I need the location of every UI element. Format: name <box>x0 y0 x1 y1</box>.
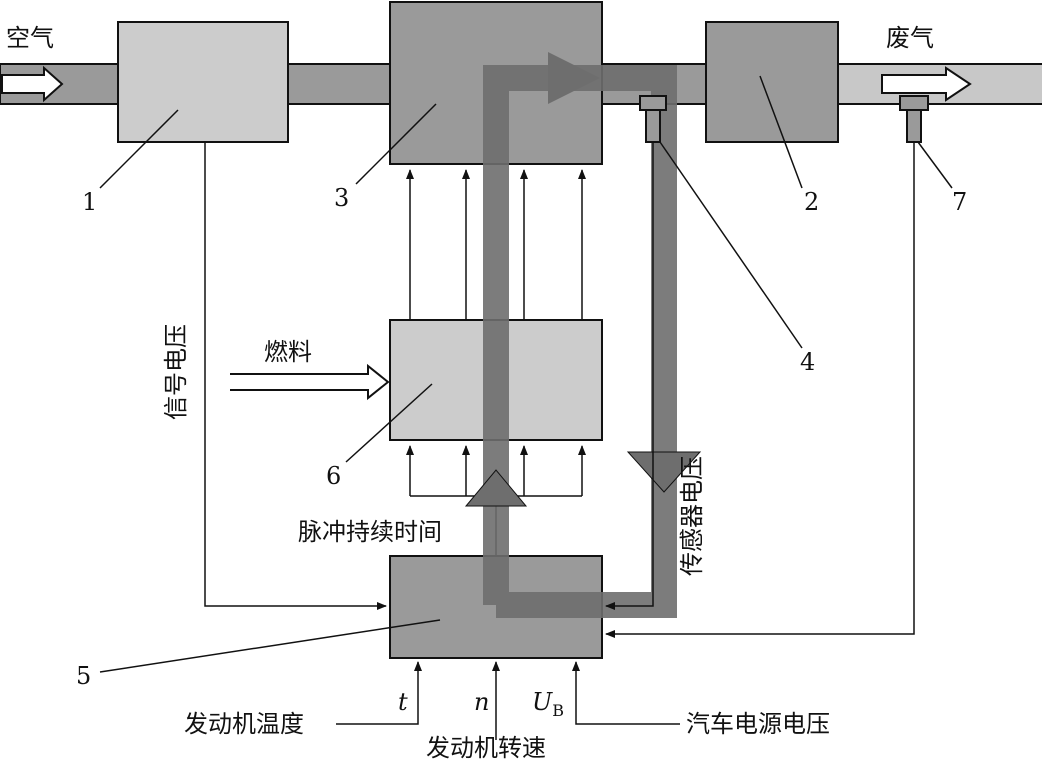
input-lines <box>336 661 680 740</box>
ub-symbol: UB <box>532 688 564 720</box>
component-2-box <box>705 21 839 143</box>
actuator-signal-lines <box>406 169 586 320</box>
number-label-2: 2 <box>804 188 819 216</box>
number-label-3: 3 <box>334 184 349 212</box>
component-1-box <box>117 21 289 143</box>
pulse-duration-label: 脉冲持续时间 <box>298 518 442 546</box>
t-symbol: t <box>398 688 408 716</box>
exhaust-outlet-arrow <box>881 66 972 102</box>
sensor-voltage-line <box>605 142 654 610</box>
number-label-7: 7 <box>952 188 967 216</box>
air-label: 空气 <box>6 24 54 52</box>
control-loop-band <box>464 52 702 618</box>
leader-lines <box>99 75 953 673</box>
engine-temp-label: 发动机温度 <box>184 710 304 738</box>
signal-voltage-line <box>204 142 387 610</box>
number-label-6: 6 <box>326 462 341 490</box>
air-inlet-arrow <box>1 65 64 103</box>
fuel-label: 燃料 <box>264 338 312 366</box>
engine-speed-label: 发动机转速 <box>426 734 546 762</box>
n-symbol: n <box>474 688 489 716</box>
sensor-7-line <box>605 142 915 638</box>
fuel-inlet-arrow <box>230 363 390 401</box>
sensor-voltage-label: 传感器电压 <box>678 456 706 576</box>
signal-voltage-label: 信号电压 <box>162 324 190 420</box>
number-label-5: 5 <box>76 662 91 690</box>
number-label-4: 4 <box>800 348 815 376</box>
sensor-4 <box>639 95 667 143</box>
number-label-1: 1 <box>82 188 97 216</box>
sensor-7 <box>899 95 929 143</box>
exhaust-label: 废气 <box>886 24 934 52</box>
battery-voltage-label: 汽车电源电压 <box>686 710 830 738</box>
